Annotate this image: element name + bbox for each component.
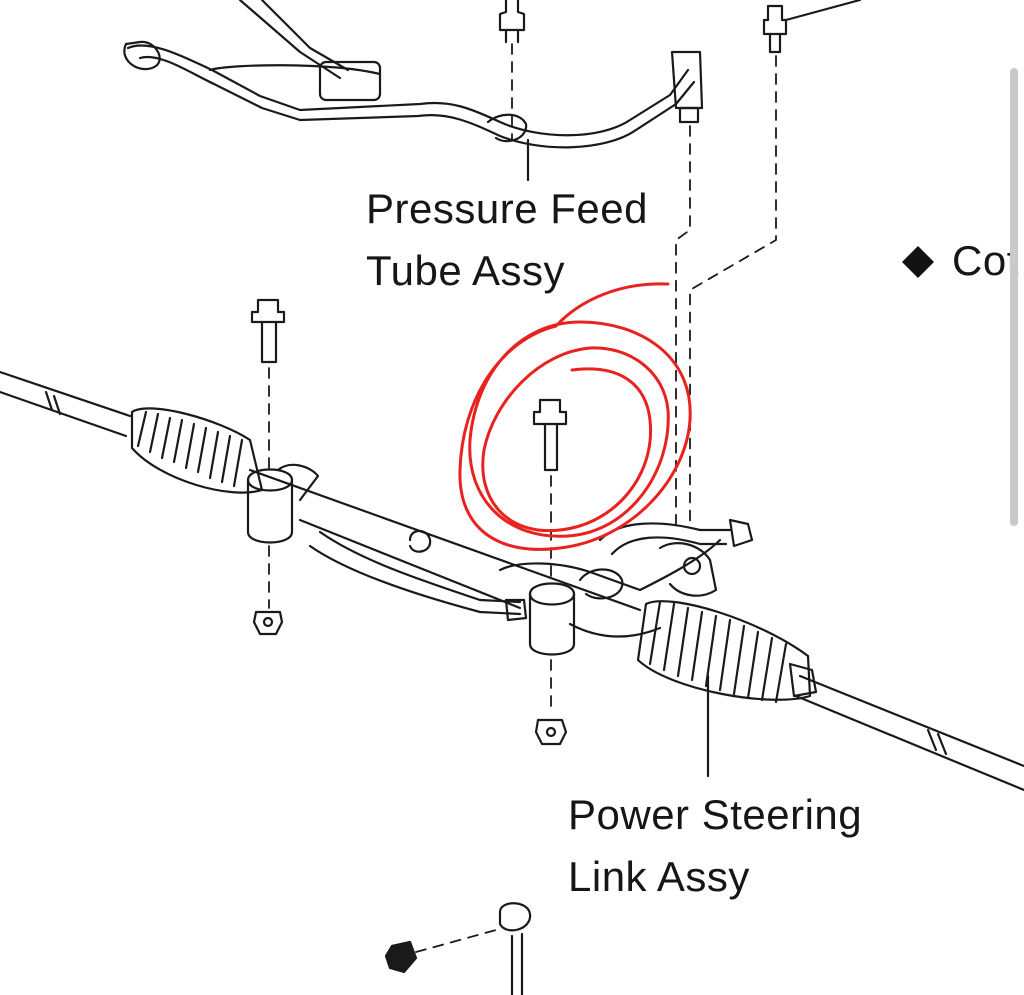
center-mount xyxy=(528,582,576,713)
right-boot xyxy=(636,600,818,704)
tie-rod-end xyxy=(415,902,532,995)
left-mount xyxy=(246,463,320,609)
pressure-feed-label-line2: Tube Assy xyxy=(366,247,566,294)
left-boot xyxy=(130,407,264,494)
nut-icon xyxy=(384,940,418,974)
pressure-feed-tube xyxy=(123,0,704,182)
nut-icon xyxy=(534,718,568,746)
diamond-icon xyxy=(902,246,934,278)
bolt-icon xyxy=(532,398,568,581)
bolt-icon xyxy=(689,0,862,529)
bolt-icon xyxy=(498,0,526,141)
red-annotation-circle xyxy=(458,282,692,551)
power-steering-label-line2: Link Assy xyxy=(568,853,750,900)
nut-icon xyxy=(252,610,284,636)
rack-housing xyxy=(308,518,754,638)
cut-off-label: Cot xyxy=(952,237,1019,284)
steering-rack xyxy=(0,370,1024,792)
pressure-feed-label-line1: Pressure Feed xyxy=(366,185,648,232)
power-steering-label-line1: Power Steering xyxy=(568,791,863,838)
bolt-icon xyxy=(250,298,286,471)
scrollbar[interactable] xyxy=(1010,68,1018,526)
